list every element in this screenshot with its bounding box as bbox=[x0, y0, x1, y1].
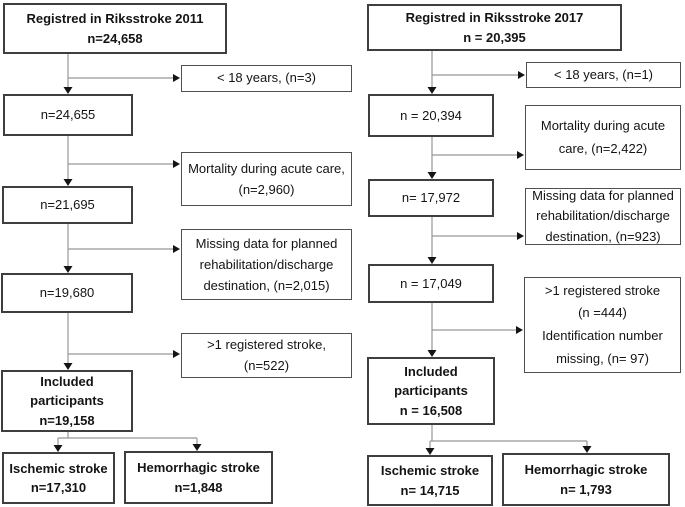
text-line: (n=2,960) bbox=[238, 182, 295, 197]
text-line: n = 17,049 bbox=[400, 275, 462, 291]
text-line: n=24,655 bbox=[40, 107, 96, 123]
text-line: Missing data for planned bbox=[195, 235, 338, 251]
box-excluded-under18-2017: < 18 years, (n=1) bbox=[526, 62, 681, 88]
text-line: < 18 years, (n=3) bbox=[217, 70, 316, 86]
text-line: < 18 years, (n=1) bbox=[554, 66, 653, 82]
text-line: n= 14,715 bbox=[400, 482, 460, 498]
box-included-participants-2011: Included participants n=19,158 bbox=[1, 370, 133, 432]
text-line: destination, (n=923) bbox=[545, 228, 661, 244]
text-line: Hemorrhagic stroke bbox=[137, 460, 260, 475]
text-line: n=19,680 bbox=[39, 285, 95, 301]
text-line: Included bbox=[40, 373, 94, 389]
text-line: Included bbox=[404, 363, 458, 379]
text-line: rehabilitation/discharge bbox=[536, 208, 670, 224]
box-excluded-missing-data-2017: Missing data for planned rehabilitation/… bbox=[525, 188, 681, 245]
text-line: n=24,658 bbox=[87, 30, 143, 46]
text-line: n= 1,793 bbox=[560, 481, 612, 497]
box-excluded-under18-2011: < 18 years, (n=3) bbox=[181, 65, 352, 92]
text-line: participants bbox=[30, 393, 104, 409]
text-line: n = 20,394 bbox=[400, 107, 462, 123]
text-line: n=19,158 bbox=[39, 412, 95, 428]
box-hemorrhagic-stroke-2011: Hemorrhagic stroke n=1,848 bbox=[124, 451, 273, 504]
text-line: Ischemic stroke bbox=[380, 463, 480, 478]
text-line: Mortality during acute bbox=[540, 117, 666, 133]
box-ischemic-stroke-2011: Ischemic stroke n=17,310 bbox=[2, 452, 115, 504]
text-line: Hemorrhagic stroke bbox=[524, 462, 648, 477]
box-excluded-mortality-2011: Mortality during acute care, (n=2,960) bbox=[181, 152, 352, 206]
box-hemorrhagic-stroke-2017: Hemorrhagic stroke n= 1,793 bbox=[502, 453, 670, 506]
box-count-after-age-2017: n = 20,394 bbox=[368, 94, 494, 137]
box-count-after-missing-2017: n = 17,049 bbox=[368, 264, 494, 303]
box-registered-2011: Registred in Riksstroke 2011 n=24,658 bbox=[3, 3, 227, 54]
text-line: n=17,310 bbox=[30, 480, 87, 495]
text-line: destination, (n=2,015) bbox=[203, 278, 330, 294]
text-line: Registred in Riksstroke 2017 bbox=[405, 10, 584, 25]
text-line: care, (n=2,422) bbox=[558, 140, 648, 156]
text-line: Registred in Riksstroke 2011 bbox=[26, 11, 204, 26]
box-count-after-age-2011: n=24,655 bbox=[3, 94, 133, 136]
text-line: Missing data for planned bbox=[532, 188, 674, 204]
box-included-participants-2017: Included participants n = 16,508 bbox=[367, 357, 495, 425]
text-line: n = 16,508 bbox=[399, 402, 463, 418]
text-line: n= 17,972 bbox=[401, 190, 461, 206]
box-registered-2017: Registred in Riksstroke 2017 n = 20,395 bbox=[367, 4, 622, 51]
box-excluded-missing-data-2011: Missing data for planned rehabilitation/… bbox=[181, 229, 352, 300]
text-line: missing, (n= 97) bbox=[556, 350, 649, 366]
text-line: >1 registered stroke, bbox=[207, 337, 326, 353]
text-line: >1 registered stroke bbox=[544, 282, 661, 298]
box-ischemic-stroke-2017: Ischemic stroke n= 14,715 bbox=[367, 455, 493, 506]
text-line: participants bbox=[394, 383, 468, 399]
text-line: n = 20,395 bbox=[463, 29, 526, 45]
box-count-after-mortality-2017: n= 17,972 bbox=[368, 179, 494, 217]
box-count-after-mortality-2011: n=21,695 bbox=[2, 186, 133, 224]
text-line: Mortality during acute care, bbox=[188, 160, 345, 176]
box-excluded-multiple-stroke-2017: >1 registered stroke (n =444) Identifica… bbox=[524, 277, 681, 373]
text-line: (n=522) bbox=[243, 357, 290, 373]
text-line: Ischemic stroke bbox=[9, 460, 108, 476]
text-line: rehabilitation/discharge bbox=[199, 256, 334, 272]
text-line: n=1,848 bbox=[174, 479, 223, 495]
text-line: n=21,695 bbox=[40, 197, 95, 213]
text-line: (n =444) bbox=[578, 305, 627, 321]
box-excluded-mortality-2017: Mortality during acute care, (n=2,422) bbox=[525, 105, 681, 170]
box-count-after-missing-2011: n=19,680 bbox=[1, 273, 133, 313]
text-line: Identification number bbox=[542, 328, 663, 343]
box-excluded-multiple-stroke-2011: >1 registered stroke, (n=522) bbox=[181, 333, 352, 378]
